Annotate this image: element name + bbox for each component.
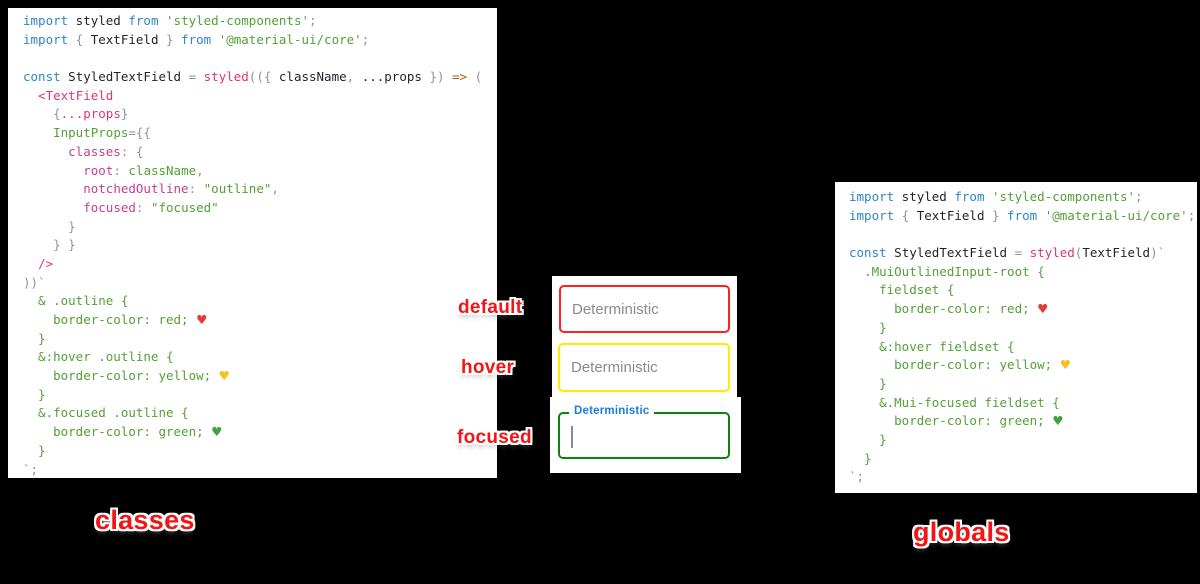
textfield-default-input[interactable] — [561, 287, 728, 331]
state-label-default: default — [458, 297, 523, 318]
state-label-hover: hover — [461, 357, 515, 378]
text-cursor — [571, 426, 573, 448]
code-block-classes: import styled from 'styled-components';i… — [8, 8, 497, 478]
textfield-hover-input[interactable] — [560, 345, 728, 390]
approach-label-globals: globals — [913, 517, 1010, 547]
textfield-hover[interactable] — [558, 343, 730, 392]
textfield-focused-notch-label: Deterministic — [569, 405, 655, 417]
textfield-focused[interactable]: Deterministic — [558, 405, 730, 459]
state-label-focused: focused — [457, 427, 532, 448]
textfield-default[interactable] — [559, 285, 730, 333]
code-block-globals: import styled from 'styled-components';i… — [835, 182, 1197, 493]
approach-label-classes: classes — [95, 505, 195, 535]
